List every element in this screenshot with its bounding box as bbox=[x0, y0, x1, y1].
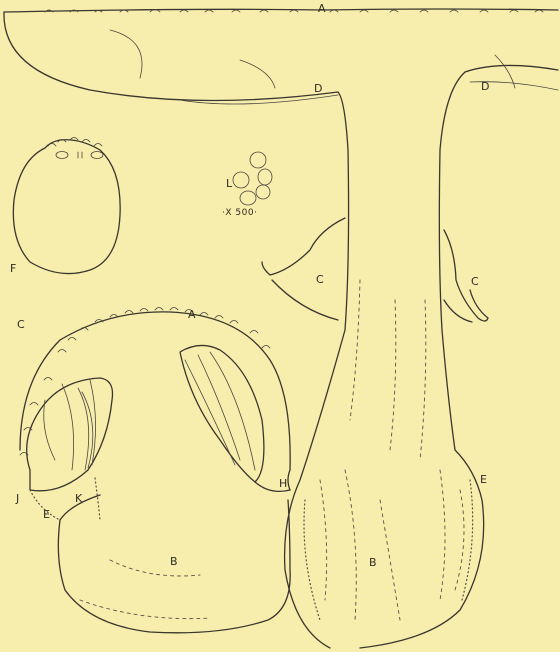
label-d-right: D bbox=[481, 80, 489, 93]
label-f-button: F bbox=[10, 262, 16, 275]
label-h-gill: H bbox=[279, 477, 287, 490]
mature-cap-section bbox=[4, 9, 558, 104]
label-c-left-ring: C bbox=[316, 273, 324, 286]
label-c-section: C bbox=[17, 318, 25, 331]
label-d-left: D bbox=[314, 82, 322, 95]
label-a-top: A bbox=[318, 2, 326, 15]
label-e-section: E bbox=[43, 508, 50, 521]
button-stage-figure bbox=[13, 138, 120, 274]
label-magnification: ·X 500· bbox=[222, 208, 257, 218]
label-a-section: A bbox=[188, 308, 196, 321]
cap-section-figure bbox=[20, 308, 290, 633]
label-k-gill: K bbox=[75, 492, 83, 505]
label-j-gill: J bbox=[15, 492, 19, 505]
label-e-stem: E bbox=[480, 473, 487, 486]
label-c-right-ring: C bbox=[471, 275, 479, 288]
label-b-stem: B bbox=[369, 556, 377, 569]
label-b-section: B bbox=[170, 555, 178, 568]
spores-figure bbox=[233, 152, 272, 205]
label-l-spores: L bbox=[226, 177, 233, 190]
figure-labels: A D D L ·X 500· F C C A C H E J K E B B bbox=[10, 2, 489, 569]
